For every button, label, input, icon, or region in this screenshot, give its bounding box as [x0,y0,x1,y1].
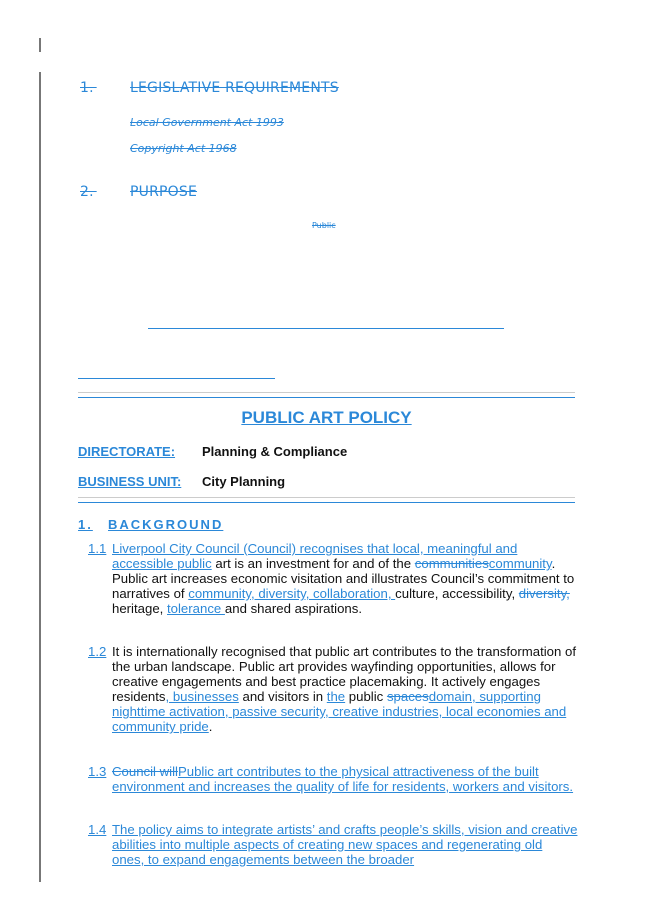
deleted-tab [92,184,132,200]
section-number: 1. [78,517,93,532]
paragraph-1-1: 1.1 Liverpool City Council (Council) reco… [88,541,578,616]
directorate-row: DIRECTORATE: Planning & Compliance [78,443,347,461]
inserted-text: tolerance [167,601,225,616]
divider [78,497,575,498]
page-title: PUBLIC ART POLICY [241,408,412,427]
inserted-text: community, diversity, collaboration, [188,586,396,601]
paragraph-number: 1.4 [88,822,107,837]
deleted-text: communities [414,556,489,571]
deleted-section-number: 2. [80,184,94,200]
paragraph-1-3: 1.3 Council willPublic art contributes t… [88,764,578,794]
divider [78,397,575,398]
deleted-section-title: PURPOSE [130,184,198,200]
deleted-act: Local Government Act 1993 [130,116,284,129]
inserted-text: domain, supporting nighttime activation,… [112,689,567,734]
paragraph-number: 1.3 [88,764,107,779]
section-heading: 1. BACKGROUND [78,516,223,534]
directorate-label: DIRECTORATE: [78,444,176,459]
inserted-text: the [326,689,346,704]
body-text: . [208,719,213,734]
business-unit-value: City Planning [202,474,286,489]
inserted-text: community [488,556,552,571]
inserted-text: Public art contributes to the physical a… [112,764,574,794]
paragraph-number: 1.2 [88,644,107,659]
divider [78,392,575,393]
body-text: art is an investment for and of the [211,556,415,571]
business-unit-label: BUSINESS UNIT: [78,474,182,489]
deleted-text: spaces [386,689,429,704]
deleted-fragment: Public [312,221,336,230]
body-text: and visitors in [238,689,327,704]
change-bar [39,38,41,52]
change-bar [39,72,41,882]
inserted-rule [78,378,275,379]
divider [78,502,575,503]
paragraph-1-4: 1.4 The policy aims to integrate artists’… [88,822,578,867]
section-title: BACKGROUND [108,517,224,532]
inserted-text: Liverpool City Council (Council) recogni… [112,541,518,571]
inserted-text: , businesses [165,689,239,704]
deleted-act: Copyright Act 1968 [130,142,237,155]
body-text: culture, accessibility, [395,586,519,601]
paragraph-number: 1.1 [88,541,107,556]
deleted-section-number: 1. [80,80,94,96]
deleted-section-title: LEGISLATIVE REQUIREMENTS [130,80,339,96]
deleted-text: diversity, [518,586,570,601]
body-text: public [345,689,387,704]
body-text: heritage, [112,601,167,616]
body-text: It is internationally recognised that pu… [112,644,577,704]
deleted-text: Council will [112,764,178,779]
deleted-tab [92,80,132,96]
paragraph-1-2: 1.2 It is internationally recognised tha… [88,644,578,734]
inserted-rule [148,328,504,329]
business-unit-row: BUSINESS UNIT: City Planning [78,473,285,491]
body-text: and shared aspirations. [224,601,363,616]
body-text: . Public art increases economic visitati… [112,556,575,601]
directorate-value: Planning & Compliance [202,444,348,459]
inserted-text: The policy aims to integrate artists’ an… [112,822,578,867]
